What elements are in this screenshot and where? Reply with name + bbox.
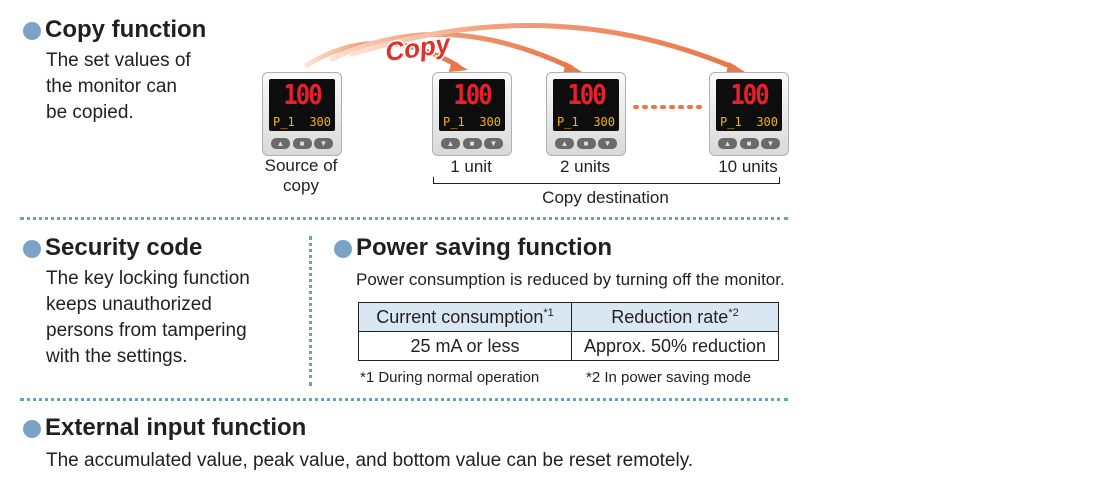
monitor-unit-2: 100 P_1 300 ▲■▼ [546, 72, 626, 156]
table-cell-reduction: Approx. 50% reduction [571, 331, 779, 361]
footnote-2: *2 In power saving mode [586, 369, 752, 386]
copy-arrows: Copy [303, 23, 745, 109]
set-button-icon: ■ [462, 138, 482, 149]
security-code-title: Security code [45, 234, 203, 261]
external-input-description: The accumulated value, peak value, and b… [46, 450, 694, 471]
up-button-icon: ▲ [271, 138, 290, 149]
table-row: 25 mA or less Approx. 50% reduction [358, 331, 779, 361]
security-line-2: keeps unauthorized [46, 294, 212, 315]
copy-function-description: The set values of the monitor can be cop… [46, 48, 191, 126]
monitor-unit-10: 100 P_1 300 ▲■▼ [709, 72, 789, 156]
power-saving-title: Power saving function [356, 234, 613, 261]
set-button-icon: ■ [292, 138, 312, 149]
security-code-description: The key locking function keeps unauthori… [46, 266, 250, 370]
copy-banner: Copy [383, 28, 453, 67]
arrow-to-unit-2 [328, 31, 574, 71]
up-button-icon: ▲ [441, 138, 460, 149]
display-sub-right: 300 [756, 115, 778, 129]
section-bullet-icon [23, 420, 41, 438]
display-sub-left: P_1 [443, 115, 465, 129]
copy-line-1: The set values of [46, 50, 191, 71]
display-sub-right: 300 [479, 115, 501, 129]
power-saving-subtitle: Power consumption is reduced by turning … [356, 270, 785, 289]
down-button-icon: ▼ [314, 138, 333, 149]
source-label-line-1: Source of [264, 156, 338, 175]
security-line-3: persons from tampering [46, 320, 247, 341]
footnote-mark: *1 [543, 306, 554, 319]
display-sub-left: P_1 [720, 115, 742, 129]
section-bullet-icon [23, 22, 41, 40]
vertical-divider [309, 236, 312, 386]
display-sub-right: 300 [309, 115, 331, 129]
display-main-value: 100 [567, 79, 606, 112]
power-spec-table: Current consumption*1 Reduction rate*2 2… [358, 302, 779, 361]
unit-label-10: 10 units [718, 157, 778, 176]
unit-label-2: 2 units [559, 157, 611, 176]
unit-label-1: 1 unit [450, 157, 492, 176]
up-button-icon: ▲ [718, 138, 737, 149]
monitor-unit-1: 100 P_1 300 ▲■▼ [432, 72, 512, 156]
footnote-1: *1 During normal operation [360, 369, 540, 386]
table-header-row: Current consumption*1 Reduction rate*2 [358, 302, 779, 332]
security-line-4: with the settings. [46, 346, 188, 367]
copy-line-3: be copied. [46, 102, 134, 123]
arrowhead-icon [726, 62, 745, 74]
display-main-value: 100 [730, 79, 769, 112]
display-sub-right: 300 [593, 115, 615, 129]
display-sub-left: P_1 [557, 115, 579, 129]
section-bullet-icon [334, 240, 352, 258]
copy-destination-label: Copy destination [542, 188, 669, 207]
footnote-mark: *2 [728, 306, 739, 319]
table-cell-current: 25 mA or less [358, 331, 572, 361]
set-button-icon: ■ [576, 138, 596, 149]
copy-function-title: Copy function [45, 16, 207, 43]
monitor-unit-source: 100 P_1 300 ▲■▼ [262, 72, 342, 156]
set-button-icon: ■ [739, 138, 759, 149]
security-line-1: The key locking function [46, 268, 250, 289]
up-button-icon: ▲ [555, 138, 574, 149]
section-bullet-icon [23, 240, 41, 258]
down-button-icon: ▼ [484, 138, 503, 149]
arrowhead-icon [563, 62, 582, 74]
table-header-current: Current consumption*1 [358, 302, 572, 332]
header-reduction-text: Reduction rate [611, 306, 729, 327]
table-header-reduction: Reduction rate*2 [571, 302, 779, 332]
external-input-title: External input function [45, 414, 307, 441]
display-main-value: 100 [283, 79, 322, 112]
display-sub-left: P_1 [273, 115, 295, 129]
arrow-to-unit-10 [349, 23, 736, 71]
copy-line-2: the monitor can [46, 76, 177, 97]
destination-bracket [433, 177, 780, 184]
divider [20, 217, 788, 220]
source-label-line-2: copy [283, 176, 319, 195]
divider [20, 398, 788, 401]
header-current-text: Current consumption [376, 306, 544, 327]
display-main-value: 100 [453, 79, 492, 112]
down-button-icon: ▼ [761, 138, 780, 149]
arrowhead-icon [449, 60, 468, 72]
unit-label-source: Source of copy [251, 156, 351, 196]
down-button-icon: ▼ [598, 138, 617, 149]
